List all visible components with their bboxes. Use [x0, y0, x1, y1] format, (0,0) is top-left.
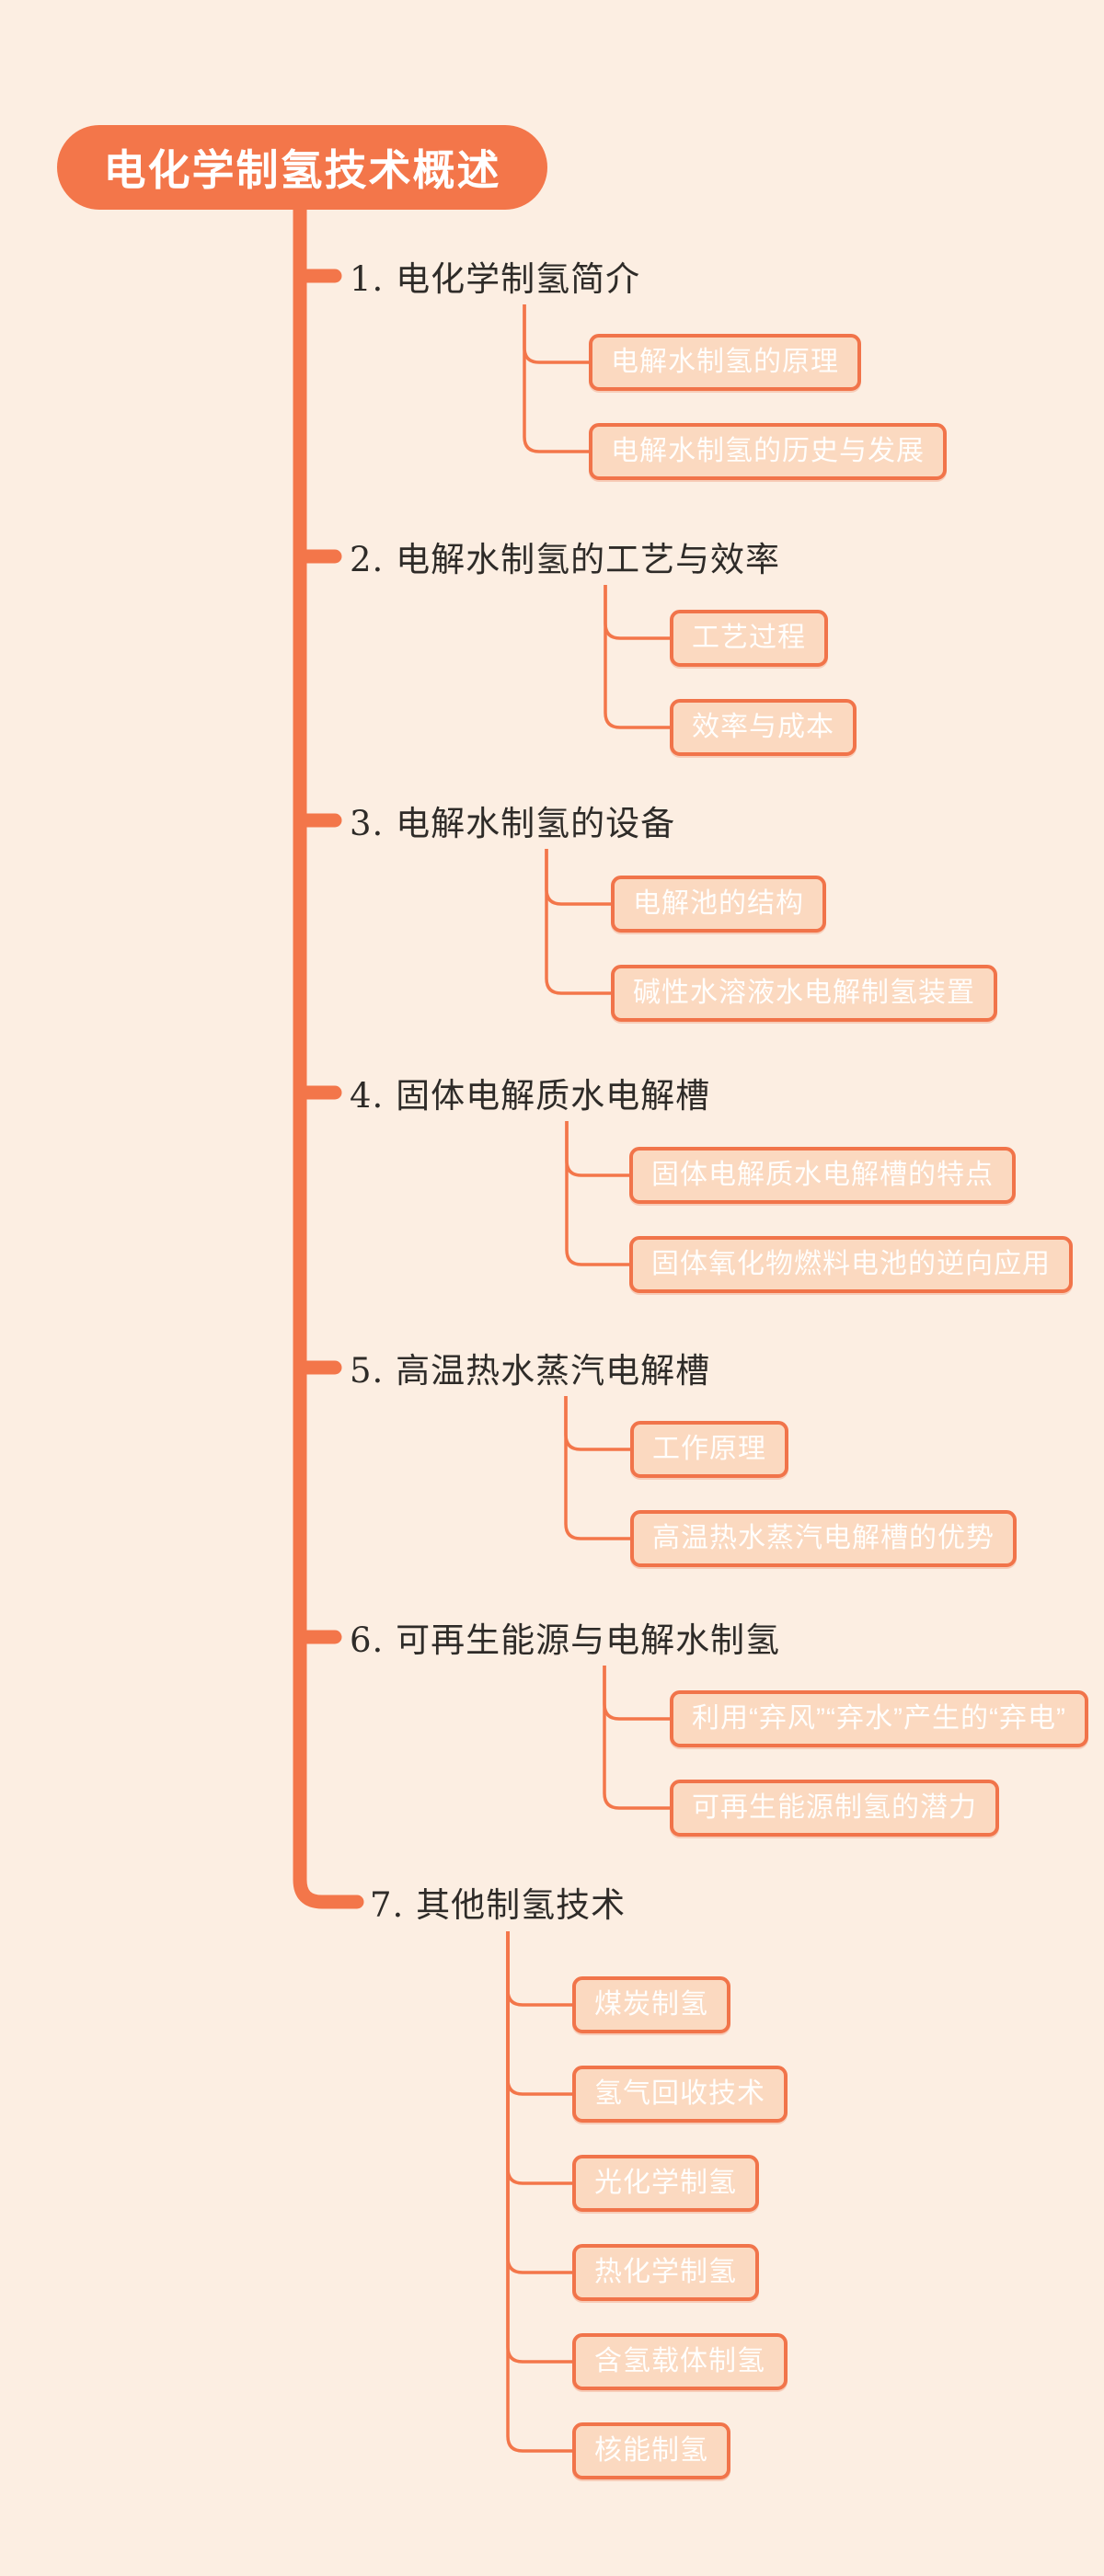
child-node[interactable]: 工艺过程 [670, 610, 828, 667]
child-node[interactable]: 热化学制氢 [572, 2244, 759, 2301]
child-node[interactable]: 电解池的结构 [611, 876, 826, 933]
child-node[interactable]: 高温热水蒸汽电解槽的优势 [630, 1510, 1017, 1567]
root-node[interactable]: 电化学制氢技术概述 [57, 125, 547, 210]
child-node[interactable]: 煤炭制氢 [572, 1976, 730, 2033]
child-node[interactable]: 工作原理 [630, 1421, 788, 1478]
child-node[interactable]: 光化学制氢 [572, 2155, 759, 2212]
child-node[interactable]: 电解水制氢的原理 [589, 334, 861, 391]
child-node[interactable]: 效率与成本 [670, 699, 857, 756]
child-node[interactable]: 电解水制氢的历史与发展 [589, 423, 947, 480]
branch-label-5[interactable]: 5. 高温热水蒸汽电解槽 [350, 1351, 711, 1391]
child-node[interactable]: 氢气回收技术 [572, 2066, 788, 2123]
branch-label-4[interactable]: 4. 固体电解质水电解槽 [350, 1076, 711, 1116]
child-node[interactable]: 碱性水溶液水电解制氢装置 [611, 965, 997, 1022]
child-node[interactable]: 含氢载体制氢 [572, 2333, 788, 2390]
child-node[interactable]: 固体氧化物燃料电池的逆向应用 [629, 1236, 1073, 1293]
child-node[interactable]: 利用“弃风”“弃水”产生的“弃电” [670, 1690, 1088, 1747]
child-node[interactable]: 固体电解质水电解槽的特点 [629, 1147, 1016, 1204]
branch-label-7[interactable]: 7. 其他制氢技术 [370, 1885, 627, 1925]
child-node[interactable]: 核能制氢 [572, 2422, 730, 2479]
branch-label-3[interactable]: 3. 电解水制氢的设备 [350, 804, 676, 843]
branch-label-6[interactable]: 6. 可再生能源与电解水制氢 [350, 1620, 781, 1660]
branch-label-1[interactable]: 1. 电化学制氢简介 [350, 259, 641, 299]
branch-label-2[interactable]: 2. 电解水制氢的工艺与效率 [350, 540, 781, 579]
child-node[interactable]: 可再生能源制氢的潜力 [670, 1780, 999, 1837]
trunk-line [293, 195, 364, 1909]
